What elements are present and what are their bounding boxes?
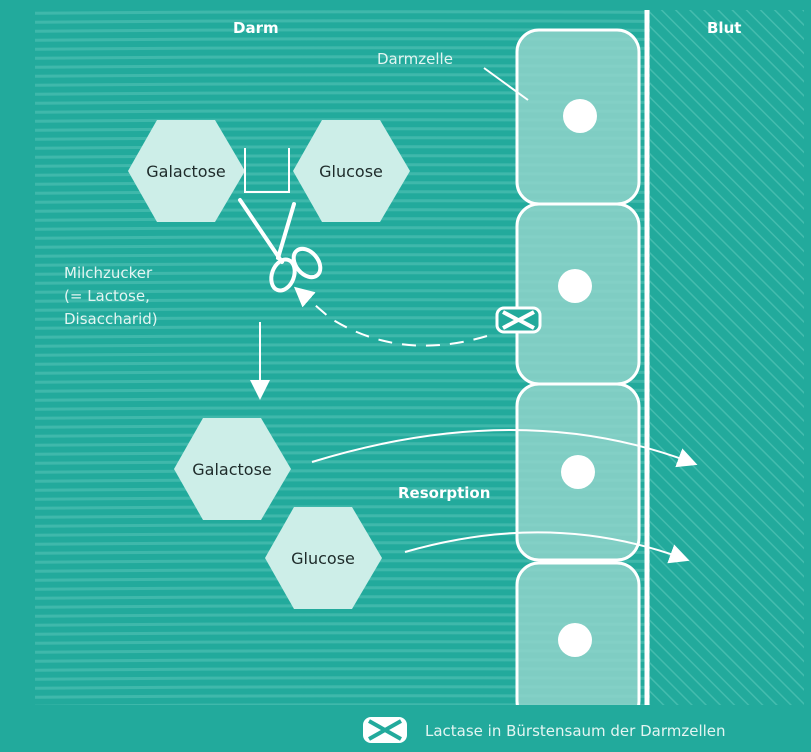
label-darmzelle: Darmzelle — [377, 50, 453, 68]
molecule-galactose-top: Galactose — [146, 162, 226, 181]
intestinal-cells — [515, 28, 641, 725]
legend-lactase-icon — [363, 717, 407, 743]
label-blut: Blut — [707, 19, 741, 37]
molecule-galactose-bottom: Galactose — [192, 460, 272, 479]
cell-nucleus — [558, 269, 592, 303]
label-milchzucker-1: Milchzucker — [64, 264, 153, 282]
lactase-enzyme-icon — [495, 306, 542, 334]
hexagon-galactose-bottom — [174, 418, 291, 520]
label-milchzucker-3: Disaccharid) — [64, 310, 158, 328]
glycosidic-bond — [244, 148, 290, 193]
cell-nucleus — [558, 623, 592, 657]
molecule-glucose-top: Glucose — [319, 162, 383, 181]
cell-nucleus — [561, 455, 595, 489]
molecule-glucose-bottom: Glucose — [291, 549, 355, 568]
cell-nucleus — [563, 99, 597, 133]
label-darm: Darm — [233, 19, 279, 37]
label-milchzucker-2: (= Lactose, — [64, 287, 150, 305]
dashed-enzyme-path — [293, 286, 488, 347]
cell-crop — [510, 705, 650, 752]
legend-text: Lactase in Bürstensaum der Darmzellen — [425, 722, 726, 740]
hexagon-galactose-top — [128, 120, 245, 222]
resorption-arrow-galactose — [311, 429, 698, 468]
label-resorption: Resorption — [398, 484, 490, 502]
hexagon-glucose-bottom — [265, 507, 382, 609]
scissors-icon — [238, 198, 323, 293]
blood-region — [650, 10, 804, 705]
hexagon-glucose-top — [293, 120, 410, 222]
darmzelle-pointer — [483, 67, 529, 101]
resorption-arrow-glucose — [404, 531, 690, 564]
